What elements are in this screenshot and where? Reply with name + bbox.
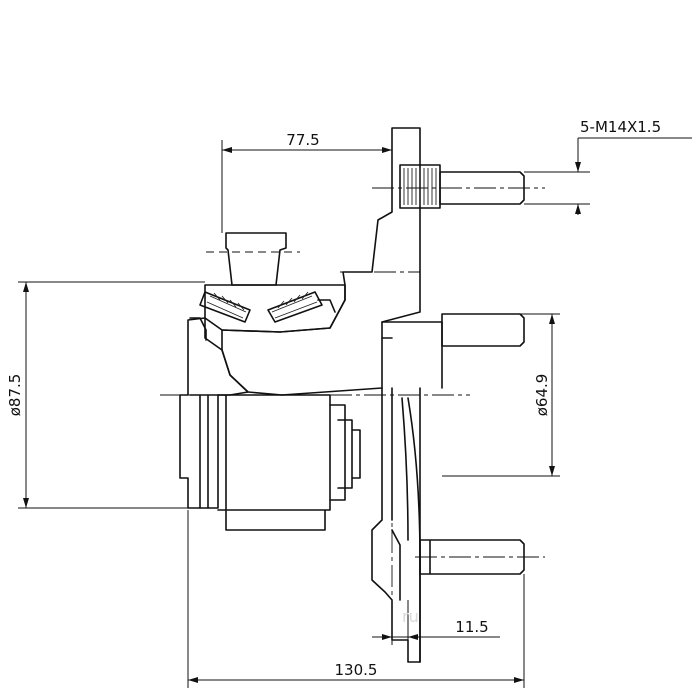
hub-body (204, 127, 441, 396)
stud-top (439, 171, 525, 205)
dim-pilot-diameter-label: ø64.9 (533, 374, 551, 417)
roller-right (267, 291, 323, 323)
dim-flange-thickness-label: 11.5 (455, 618, 488, 636)
roller-cage-right (271, 291, 318, 319)
wheel-studs (403, 168, 525, 575)
flange-hub-step (381, 321, 443, 601)
dim-pilot-diameter: ø64.9 (442, 313, 560, 477)
dim-flange-offset: 77.5 (221, 131, 392, 233)
stud-boss-top (399, 164, 441, 209)
dim-stud-thread-label: 5-M14X1.5 (580, 118, 661, 136)
roller-left (199, 291, 251, 323)
roller-cage-left (206, 292, 247, 319)
hub-flange-section (221, 127, 421, 396)
stud-top-knurl (403, 168, 437, 205)
watermark: ru (402, 607, 419, 626)
dim-overall-length: 130.5 (187, 510, 525, 688)
outer-ring-lower (179, 317, 249, 509)
dim-overall-length-label: 130.5 (335, 661, 378, 679)
spindle-groove (329, 404, 361, 501)
bearing-housing (204, 284, 346, 333)
center-lines (160, 187, 545, 600)
dim-flange-thickness: 11.5 (372, 600, 500, 645)
inner-race-lines (189, 394, 219, 509)
stud-middle (441, 313, 525, 347)
inner-sleeve (217, 394, 331, 531)
dim-outer-diameter-label: ø87.5 (6, 374, 24, 417)
dim-stud-thread: 5-M14X1.5 (524, 118, 692, 215)
bearing-rollers (189, 291, 336, 341)
dim-outer-diameter: ø87.5 (6, 281, 205, 509)
flange-inner-curve (401, 397, 409, 541)
bearing-seal (189, 299, 336, 341)
dim-flange-offset-label: 77.5 (286, 131, 319, 149)
knuckle-tab (225, 232, 287, 286)
